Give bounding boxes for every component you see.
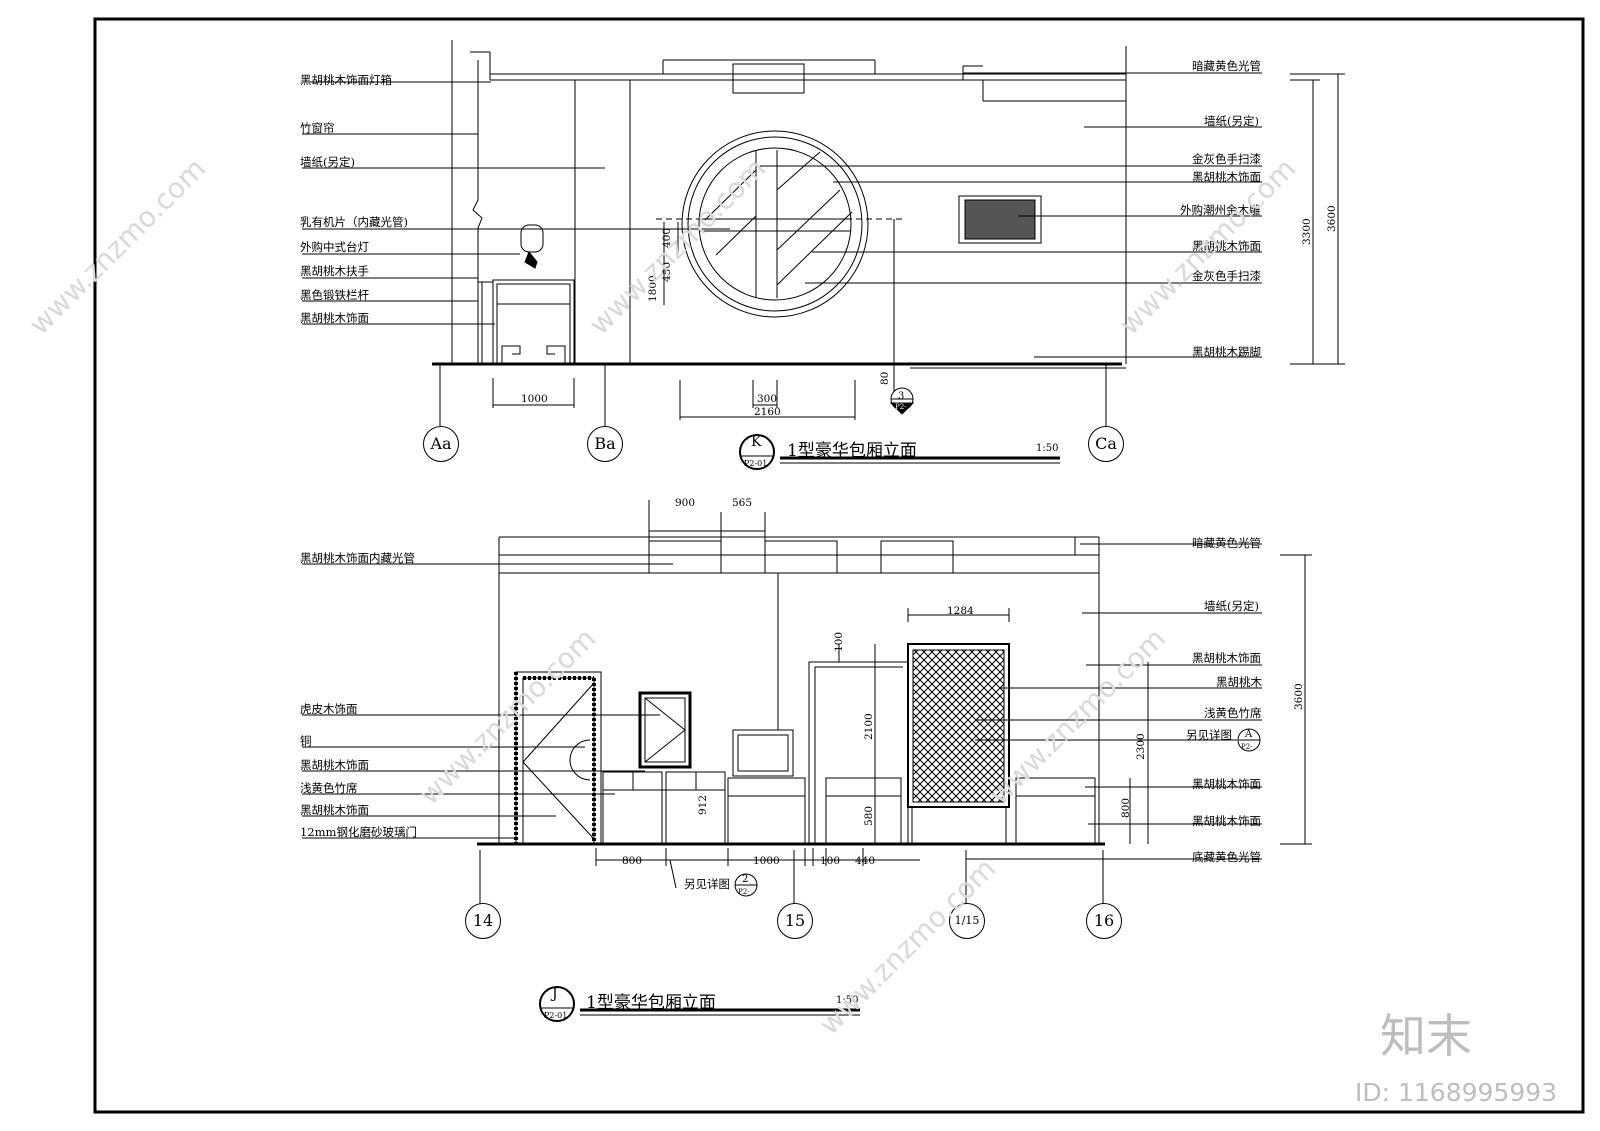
dim-580: 580 [863,805,875,826]
detail-2-label: 另见详图 [684,877,730,891]
grid-ca: Ca [1088,426,1124,462]
dim-912: 912 [697,794,709,815]
dim-3600-b: 3600 [1293,683,1305,710]
label-copper: 铜 [300,734,312,748]
top-title: 1型豪华包厢立面 [787,441,917,461]
label-gold-grey-paint: 金灰色手扫漆 [1192,152,1261,166]
label-walnut-r1: 黑胡桃木饰面 [1192,651,1261,665]
label-bamboo-curtain: 竹窗帘 [300,121,335,135]
label-bamboo-mat-r: 浅黄色竹席 [1204,706,1262,720]
label-hidden-lamp-b: 暗藏黄色光管 [1192,536,1261,550]
detail-a-ref: P2- [1241,743,1253,751]
section-num: 3 [898,391,905,402]
grid-ba: Ba [587,426,623,462]
grid-16: 16 [1086,903,1122,939]
label-walnut-veneer: 黑胡桃木饰面 [300,311,369,325]
bottom-scale: 1:50 [836,995,859,1006]
label-lamp-veneer: 黑胡桃木饰面内藏光管 [300,551,415,565]
dim-3600-top: 3600 [1326,205,1338,232]
grid-15: 15 [777,903,813,939]
dim-800: 800 [622,855,643,867]
label-skirting: 黑胡桃木踢脚 [1192,345,1261,359]
dim-400: 400 [661,227,673,248]
dim-80: 80 [879,371,891,385]
dim-1000-top: 1000 [521,393,548,405]
label-wallpaper-b: 墙纸(另定) [1204,599,1259,613]
label-walnut-b1: 黑胡桃木饰面 [300,758,369,772]
dim-3300: 3300 [1301,218,1313,245]
dim-2300: 2300 [1135,733,1147,760]
label-wood-carving: 外购潮州金木雕 [1180,203,1261,217]
grid-aa: Aa [423,426,459,462]
label-wallpaper: 墙纸(另定) [300,155,355,169]
detail-2-num: 2 [742,874,749,885]
label-glass-door: 12mm钢化磨砂玻璃门 [300,825,417,839]
label-bamboo-mat: 浅黄色竹席 [300,781,358,795]
title-symbol-k: K [751,434,762,450]
label-walnut-veneer-r1: 黑胡桃木饰面 [1192,170,1261,184]
label-gold-grey-paint-2: 金灰色手扫漆 [1192,269,1261,283]
dim-2160: 2160 [754,406,781,418]
label-iron-railing: 黑色锻铁栏杆 [300,288,369,302]
title-symbol-j: J [552,986,558,1002]
label-table-lamp: 外购中式台灯 [300,240,369,254]
label-see-detail: 另见详图 [1186,728,1232,742]
label-walnut-b2: 黑胡桃木饰面 [300,803,369,817]
label-acrylic: 乳有机片（内藏光管) [300,215,408,229]
label-walnut-r4: 黑胡桃木饰面 [1192,814,1261,828]
dim-450: 450 [661,261,673,282]
dim-1800: 1800 [647,275,659,302]
dim-565: 565 [732,497,753,509]
dim-100-v: 100 [833,631,845,652]
dim-800-v: 800 [1120,797,1132,818]
detail-a-num: A [1245,729,1253,740]
section-ref: P2- [895,403,907,411]
bottom-title: 1型豪华包厢立面 [586,993,716,1013]
label-handrail: 黑胡桃木扶手 [300,264,369,278]
label-hidden-lamp: 暗藏黄色光管 [1192,59,1261,73]
title-ref-k: P2-01 [744,459,768,468]
label-walnut-r2: 黑胡桃木 [1216,675,1262,689]
dim-900: 900 [675,497,696,509]
label-wallpaper-r: 墙纸(另定) [1204,114,1259,128]
dim-1284: 1284 [947,605,974,617]
label-walnut-veneer-r2: 黑胡桃木饰面 [1192,239,1261,253]
label-bottom-lamp: 底藏黄色光管 [1192,850,1261,864]
grid-1-15: 1/15 [949,903,985,939]
dim-100: 100 [820,855,841,867]
label-walnut-r3: 黑胡桃木饰面 [1192,777,1261,791]
dim-440: 440 [855,855,876,867]
dim-1000-b: 1000 [753,855,780,867]
dim-2100: 2100 [863,713,875,740]
label-tiger-wood: 虎皮木饰面 [300,702,358,716]
grid-14: 14 [465,903,501,939]
top-scale: 1:50 [1036,443,1059,454]
dim-300: 300 [757,393,778,405]
label-lightbox: 黑胡桃木饰面灯箱 [300,73,392,87]
title-ref-j: P2-01 [544,1011,568,1020]
detail-2-ref: P2- [738,888,750,896]
